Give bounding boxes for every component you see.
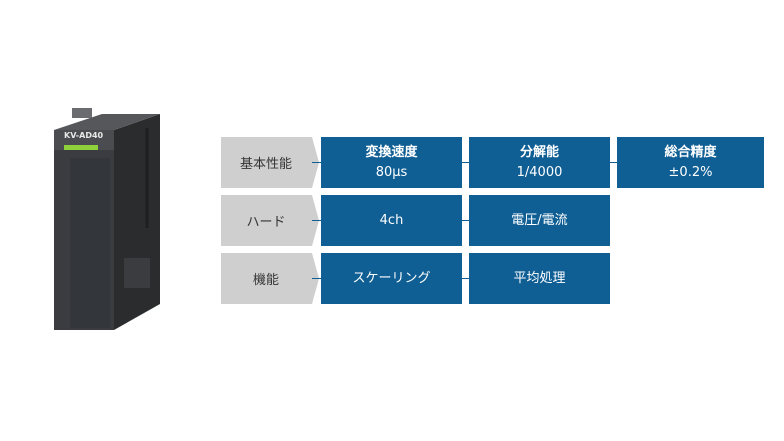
- spec-voltage-current: 電圧/電流: [469, 195, 610, 246]
- spec-value: 80µs: [375, 164, 408, 180]
- spec-title: 総合精度: [664, 144, 717, 160]
- connector-line: [312, 162, 321, 163]
- spec-scaling: スケーリング: [321, 253, 462, 304]
- row-label-text: 機能: [252, 273, 279, 288]
- row-label-functions: 機能: [221, 253, 319, 304]
- connector-line: [312, 220, 321, 221]
- row-label-text: 基本性能: [239, 157, 292, 172]
- spec-total-accuracy: 総合精度 ±0.2%: [617, 137, 764, 188]
- connector-line: [462, 278, 469, 279]
- connector-line: [312, 278, 321, 279]
- spec-value: ±0.2%: [668, 164, 713, 180]
- connector-line: [610, 162, 617, 163]
- spec-value: 電圧/電流: [511, 212, 568, 228]
- row-label-basic-performance: 基本性能: [221, 137, 319, 188]
- product-model-label: KV-AD40: [64, 131, 104, 140]
- spec-resolution: 分解能 1/4000: [469, 137, 610, 188]
- spec-value: 平均処理: [513, 270, 566, 286]
- plc-module-illustration: [54, 108, 160, 330]
- connector-line: [462, 220, 469, 221]
- spec-channels: 4ch: [321, 195, 462, 246]
- spec-value: 4ch: [379, 212, 404, 228]
- connector-line: [462, 162, 469, 163]
- product-image-kv-ad40: KV-AD40: [52, 108, 172, 332]
- spec-value: 1/4000: [516, 164, 563, 180]
- spec-averaging: 平均処理: [469, 253, 610, 304]
- row-label-text: ハード: [246, 215, 286, 230]
- spec-conversion-speed: 変換速度 80µs: [321, 137, 462, 188]
- spec-value: スケーリング: [352, 270, 431, 286]
- row-label-hardware: ハード: [221, 195, 319, 246]
- spec-title: 変換速度: [365, 144, 418, 160]
- spec-title: 分解能: [519, 144, 559, 160]
